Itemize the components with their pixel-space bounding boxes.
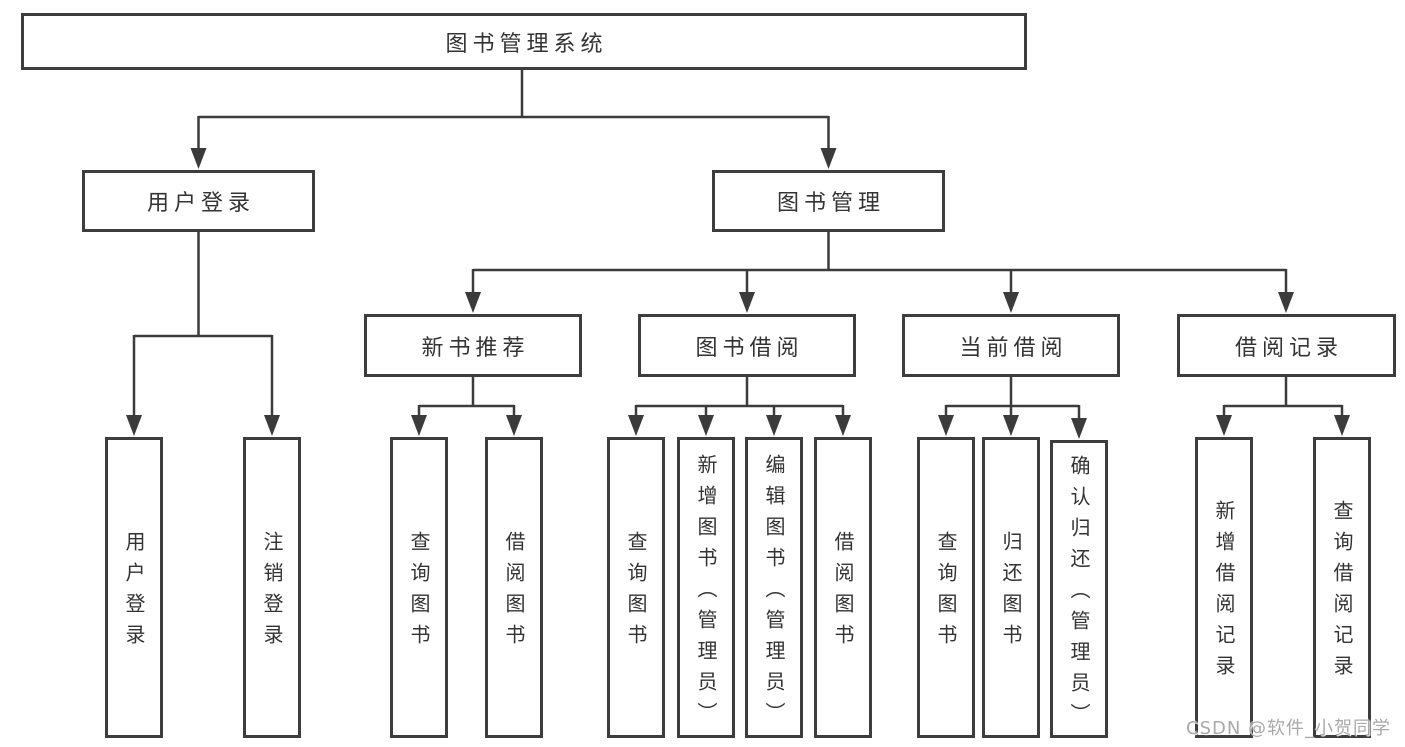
- leaf-label: 确认归还（管理员）: [1067, 455, 1091, 734]
- node-label: 用户登录: [146, 191, 255, 216]
- leaf-confirm-return-admin: 确认归还（管理员）: [1050, 440, 1108, 738]
- csdn-watermark: CSDN @软件_小贺同学: [1186, 718, 1392, 739]
- leaf-add-borrow-record: 新增借阅记录: [1195, 437, 1253, 738]
- node-user-login-group: 用户登录: [82, 170, 315, 232]
- leaf-user-login: 用户登录: [105, 437, 163, 738]
- node-book-borrowing: 图书借阅: [638, 314, 856, 377]
- leaf-label: 查询图书: [934, 531, 958, 655]
- leaf-label: 注销登录: [260, 531, 284, 655]
- leaf-query-books-recommend: 查询图书: [390, 437, 448, 738]
- leaf-add-books-admin: 新增图书（管理员）: [677, 437, 735, 738]
- leaf-label: 查询图书: [407, 531, 431, 655]
- node-current-borrowing: 当前借阅: [902, 314, 1120, 377]
- leaf-borrow-books: 借阅图书: [814, 437, 872, 738]
- leaf-label: 新增借阅记录: [1212, 500, 1236, 686]
- leaf-label: 新增图书（管理员）: [694, 453, 718, 733]
- leaf-borrow-books-recommend: 借阅图书: [485, 437, 543, 738]
- leaf-label: 借阅图书: [831, 531, 855, 655]
- node-new-book-recommend: 新书推荐: [364, 314, 582, 377]
- leaf-return-books: 归还图书: [982, 437, 1040, 738]
- leaf-label: 查询借阅记录: [1330, 500, 1354, 686]
- node-label: 借阅记录: [1234, 335, 1343, 361]
- tree-edges: [132, 70, 1344, 421]
- leaf-label: 借阅图书: [502, 531, 526, 655]
- leaf-query-borrow-record: 查询借阅记录: [1313, 437, 1371, 738]
- leaf-logout: 注销登录: [243, 437, 301, 738]
- node-root-label: 图书管理系统: [445, 31, 608, 57]
- leaf-label: 用户登录: [122, 531, 146, 655]
- node-label: 图书借阅: [695, 335, 804, 361]
- node-borrowing-records: 借阅记录: [1177, 314, 1396, 377]
- leaf-label: 编辑图书（管理员）: [762, 453, 786, 733]
- leaf-label: 归还图书: [999, 531, 1023, 655]
- node-label: 当前借阅: [959, 335, 1068, 361]
- node-label: 图书管理: [776, 191, 885, 216]
- leaf-query-books-current: 查询图书: [917, 437, 975, 738]
- node-label: 新书推荐: [421, 335, 530, 361]
- node-book-management: 图书管理: [712, 170, 945, 232]
- leaf-query-books-borrow: 查询图书: [607, 437, 665, 738]
- node-root-system: 图书管理系统: [21, 13, 1027, 70]
- leaf-edit-books-admin: 编辑图书（管理员）: [745, 437, 803, 738]
- leaf-label: 查询图书: [624, 531, 648, 655]
